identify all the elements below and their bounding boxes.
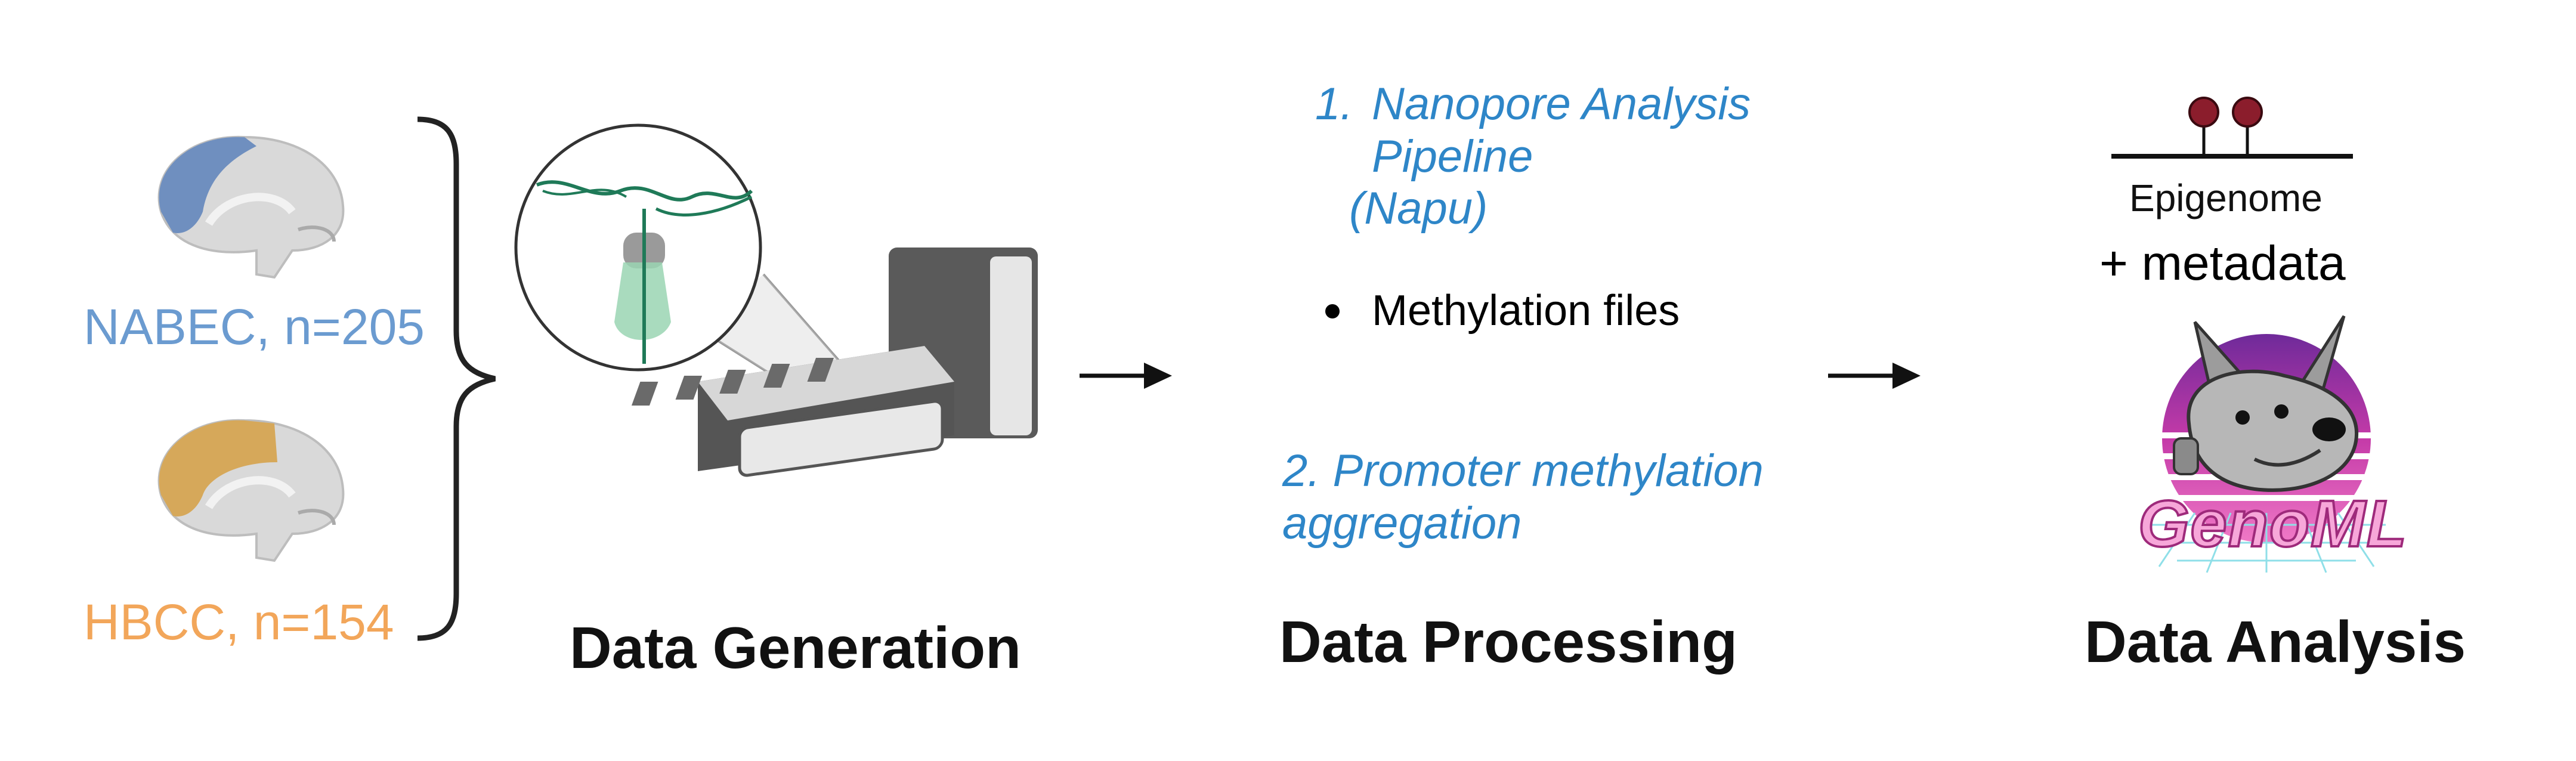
stage-title-processing: Data Processing: [1279, 609, 1737, 675]
bullet-dot: [1325, 304, 1340, 318]
step1-line2: Pipeline: [1372, 131, 1533, 182]
epigenome-label: Epigenome: [2129, 177, 2323, 219]
genoml-logo: GenoML: [2123, 310, 2410, 579]
cohort-label-hbcc: HBCC, n=154: [84, 594, 394, 650]
metadata-label: + metadata: [2099, 236, 2346, 290]
curly-brace: [417, 116, 496, 641]
step2-line2: aggregation: [1282, 498, 1522, 549]
arrow-right-icon: [1828, 363, 1921, 389]
step2-line1: 2. Promoter methylation: [1282, 446, 1764, 496]
arrow-right-icon: [1080, 363, 1172, 389]
step1-line1: Nanopore Analysis: [1372, 79, 1751, 129]
nanopore-illustration: [514, 123, 1038, 477]
methylation-lollipop-icon: [2111, 97, 2353, 159]
genoml-logo-text: GenoML: [2137, 486, 2408, 562]
brain-icon-hbcc: [157, 419, 345, 562]
brain-icon-nabec: [157, 135, 345, 279]
stage-title-analysis: Data Analysis: [2085, 609, 2466, 675]
bullet-methylation-files: Methylation files: [1372, 287, 1680, 335]
step1-line3: (Napu): [1349, 183, 1488, 234]
cohort-label-nabec: NABEC, n=205: [84, 299, 425, 355]
stage-title-generation: Data Generation: [570, 615, 1021, 680]
step1-number: 1.: [1315, 79, 1353, 129]
